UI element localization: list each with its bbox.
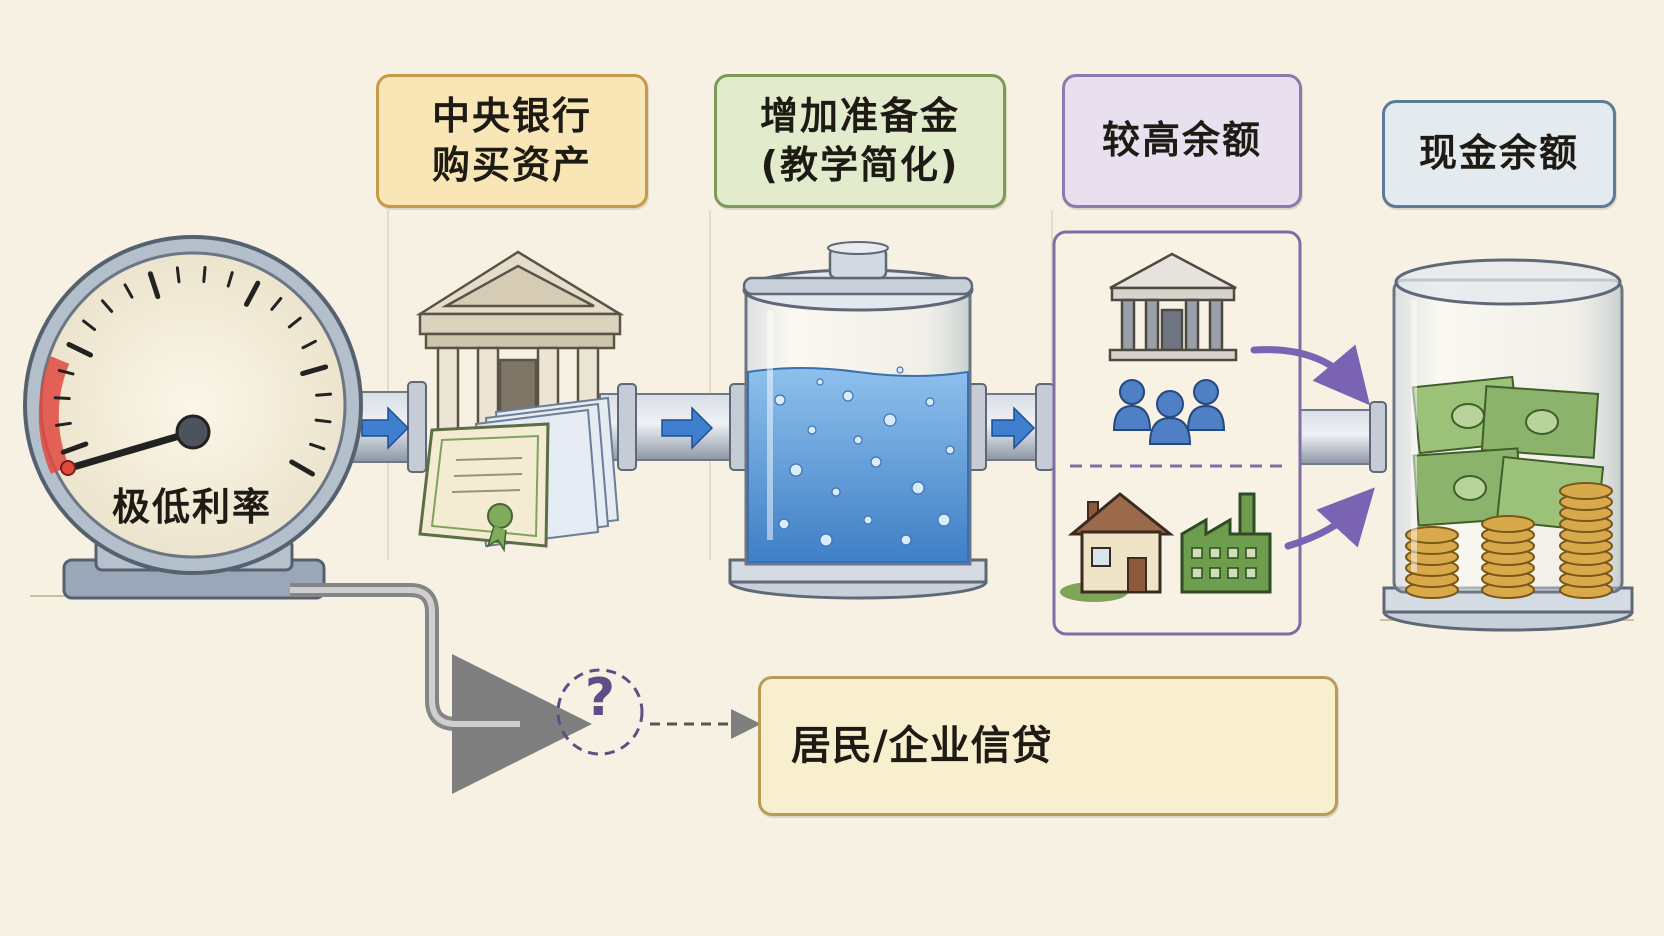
water-tank-icon bbox=[728, 241, 988, 600]
water-bubble bbox=[853, 435, 863, 445]
cash-balance-label: 现金余额 bbox=[1418, 131, 1579, 176]
gauge-tick bbox=[147, 271, 161, 300]
reserves-line1: 增加准备金 bbox=[759, 93, 960, 138]
water-bubble bbox=[925, 397, 935, 407]
gauge-tick bbox=[123, 283, 134, 299]
water-bubble bbox=[831, 487, 841, 497]
gauge-label: 极低利率 bbox=[111, 485, 272, 529]
question-icon bbox=[556, 668, 644, 756]
gauge-tick bbox=[66, 342, 94, 358]
water-bubble bbox=[900, 534, 912, 546]
water-bubble bbox=[774, 394, 786, 406]
water-bubble bbox=[911, 481, 925, 495]
water-bubble bbox=[870, 456, 882, 468]
bank-building-icon bbox=[415, 250, 625, 436]
household-business-credit-box: 居民/企业信贷 bbox=[758, 676, 1338, 816]
gauge-tick bbox=[301, 339, 317, 350]
water-bubble bbox=[778, 518, 790, 530]
water-bubble bbox=[807, 425, 817, 435]
water-bubble bbox=[863, 515, 873, 525]
water-bubble bbox=[896, 366, 904, 374]
gauge-tick bbox=[57, 368, 75, 376]
factory-icon bbox=[1180, 492, 1272, 594]
increase-reserves-box: 增加准备金 (教学简化) bbox=[714, 74, 1006, 208]
main-pipe bbox=[339, 381, 1387, 473]
bank-building-small-icon bbox=[1108, 252, 1238, 362]
gauge-tick bbox=[315, 392, 333, 397]
people-icon bbox=[1112, 379, 1226, 445]
gauge-tick bbox=[226, 271, 234, 288]
gauge-tail-pipe bbox=[290, 583, 592, 794]
coin bbox=[1405, 526, 1459, 544]
pressure-gauge-icon bbox=[23, 235, 363, 600]
central-bank-buys-assets-box: 中央银行 购买资产 bbox=[376, 74, 648, 208]
cash-jar-icon bbox=[1382, 258, 1634, 632]
flow-arrows bbox=[361, 406, 1036, 450]
certificate-icon bbox=[418, 396, 620, 553]
gauge-tick bbox=[175, 266, 181, 284]
gauge-tick bbox=[244, 280, 261, 307]
gauge-tick bbox=[53, 396, 71, 401]
gauge-tick bbox=[55, 421, 72, 427]
coin bbox=[1559, 482, 1613, 500]
question-mark: ? bbox=[584, 668, 616, 728]
gauge-tick bbox=[270, 297, 283, 311]
gauge-tick bbox=[300, 364, 329, 377]
purple-arrows bbox=[1250, 344, 1375, 550]
higher-balance-label: 较高余额 bbox=[1101, 118, 1262, 163]
water-bubble bbox=[789, 463, 803, 477]
gauge-tick bbox=[309, 442, 326, 451]
water-bubble bbox=[816, 378, 824, 386]
water-bubble bbox=[819, 533, 833, 547]
gauge-tick bbox=[289, 459, 316, 477]
higher-balance-box: 较高余额 bbox=[1062, 74, 1302, 208]
gauge-tick bbox=[60, 441, 89, 455]
central-bank-line1: 中央银行 bbox=[431, 93, 592, 138]
gauge-tick bbox=[100, 299, 114, 313]
water-bubble bbox=[842, 390, 854, 402]
water-bubble bbox=[937, 513, 951, 527]
gauge-tick bbox=[202, 266, 207, 283]
house-icon bbox=[1060, 492, 1175, 602]
reserves-line2: (教学简化) bbox=[760, 143, 960, 187]
water-bubble bbox=[883, 413, 897, 427]
cash-balance-box: 现金余额 bbox=[1382, 100, 1616, 208]
gauge-tick bbox=[314, 418, 332, 424]
central-bank-line2: 购买资产 bbox=[431, 143, 592, 187]
coin bbox=[1481, 515, 1535, 533]
gauge-tick bbox=[82, 319, 97, 332]
water-bubble bbox=[945, 445, 955, 455]
credit-label: 居民/企业信贷 bbox=[791, 723, 1053, 769]
gauge-tick bbox=[287, 316, 302, 329]
